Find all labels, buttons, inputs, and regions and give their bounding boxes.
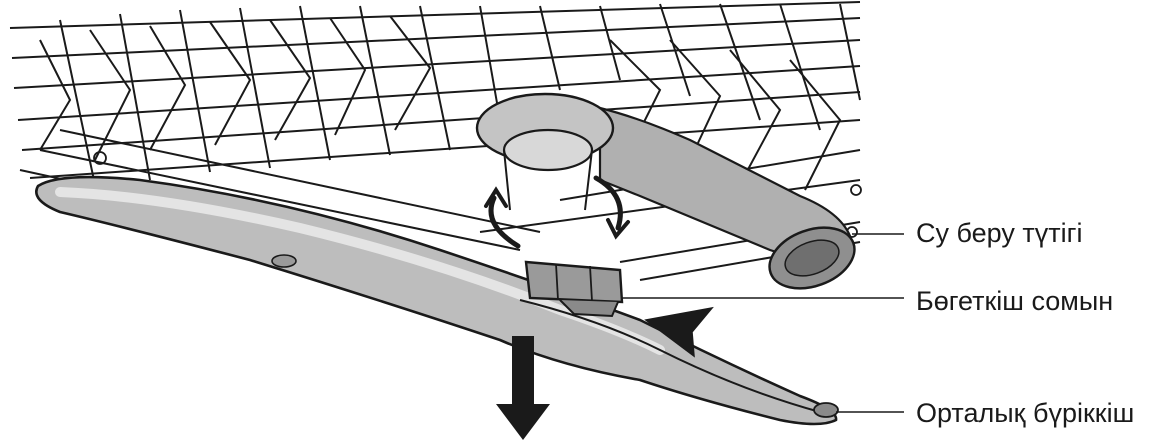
arrowhead-icon [644, 306, 714, 358]
callout-center-spray-arm: Орталық бүріккіш [916, 398, 1135, 428]
spray-arm-body [35, 175, 838, 426]
callout-lock-nut: Бөгеткіш сомын [916, 286, 1114, 316]
rotate-arrows-icon [484, 175, 630, 249]
supply-tube-end-inner [784, 239, 840, 277]
center-spray-arm [35, 175, 839, 426]
dish-rack [9, 1, 862, 281]
rack-tines [39, 15, 842, 191]
rack-back-wires [9, 1, 861, 186]
spray-arm-ridge [519, 299, 821, 413]
spray-hub-ring [502, 128, 594, 172]
water-supply-tube [475, 92, 856, 290]
lock-nut [524, 260, 624, 318]
callout-supply-tube: Су беру түтігі [916, 218, 1083, 248]
spray-arm-tip [813, 402, 839, 418]
spray-nozzle [271, 254, 297, 268]
lock-nut-body [524, 260, 624, 304]
callout-lines [622, 233, 904, 413]
arrow-down-icon [496, 336, 550, 440]
